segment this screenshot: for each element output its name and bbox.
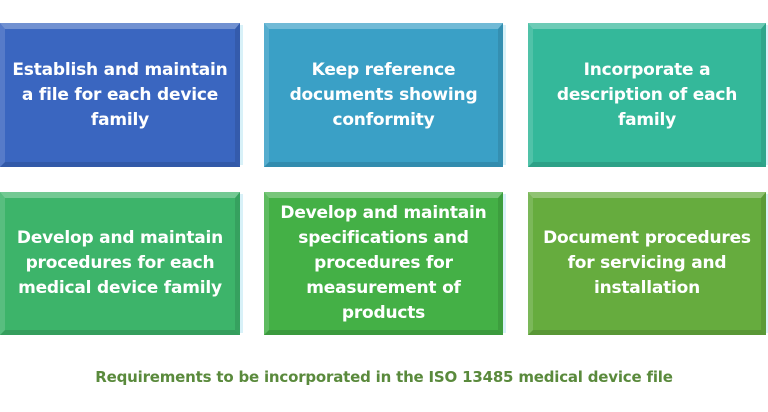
diagram-caption: Requirements to be incorporated in the I… — [95, 368, 673, 386]
